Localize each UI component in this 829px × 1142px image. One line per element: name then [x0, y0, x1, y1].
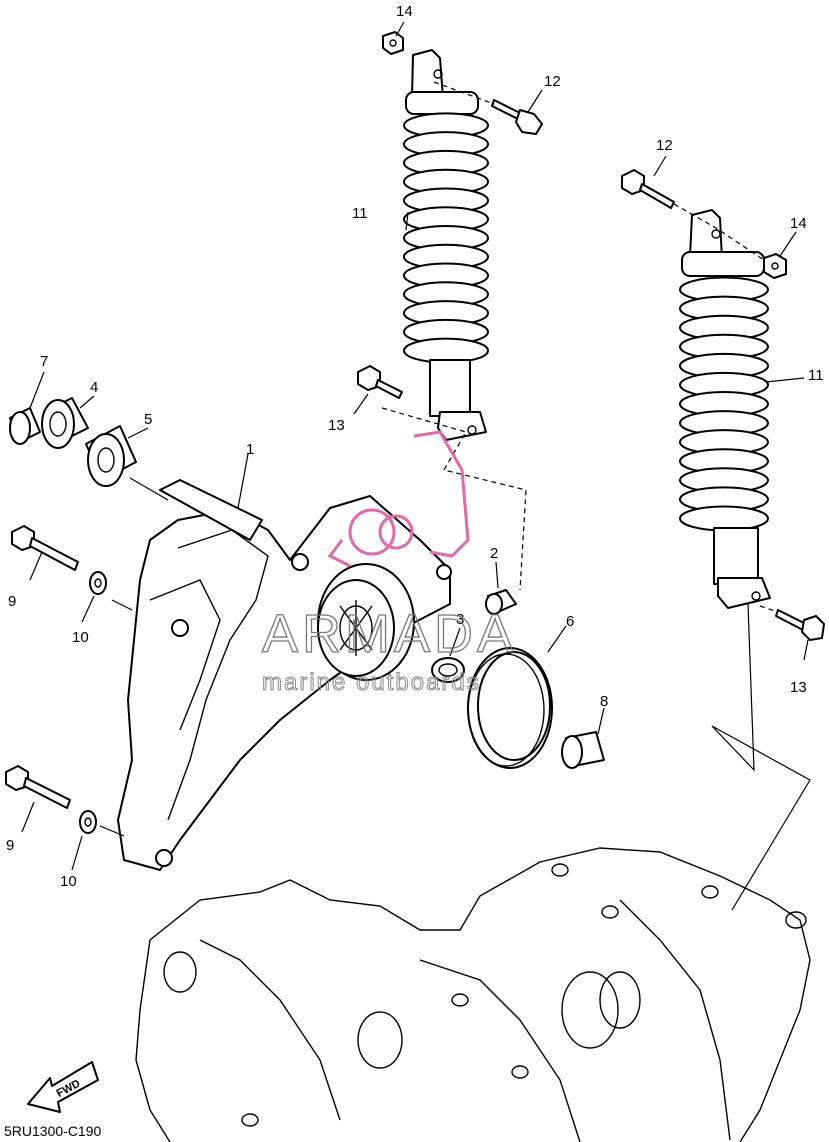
oil-seal-3[interactable]	[431, 657, 465, 683]
callout-8: 8	[600, 693, 608, 710]
crankcase-reference	[135, 847, 811, 1142]
washer-10-upper[interactable]	[89, 571, 107, 595]
callout-4: 4	[90, 379, 98, 396]
rear-shock-absorber-right[interactable]	[679, 209, 771, 609]
bolt-9-lower[interactable]	[5, 765, 71, 809]
callout-13-right: 13	[790, 679, 807, 696]
forward-direction-arrow: FWD	[27, 1061, 99, 1113]
rear-arm-1[interactable]	[117, 479, 452, 871]
collar-2[interactable]	[485, 589, 517, 615]
callout-13-left: 13	[328, 417, 345, 434]
watermark-brand: ARMADA	[262, 604, 517, 664]
callout-9-lower: 9	[6, 837, 14, 854]
callout-12-top: 12	[544, 73, 561, 90]
callout-11-left: 11	[352, 205, 368, 222]
collar-7[interactable]	[9, 407, 41, 445]
watermark-tagline: marine outboards	[262, 669, 481, 696]
watermark-logo	[327, 430, 470, 568]
ring-6[interactable]	[467, 647, 553, 769]
callout-14-top: 14	[396, 3, 413, 20]
callout-2: 2	[490, 545, 498, 562]
bolt-9-upper[interactable]	[11, 525, 79, 571]
bolt-12-right[interactable]	[621, 169, 675, 209]
watermark: ARMADA marine outboards	[261, 430, 517, 697]
callout-5: 5	[144, 411, 152, 428]
callout-11-right: 11	[808, 367, 824, 384]
rear-shock-absorber-left[interactable]	[403, 49, 489, 441]
callout-10-upper: 10	[72, 629, 89, 646]
oil-seal-4[interactable]	[41, 397, 89, 449]
diagram-code: 5RU1300-C190	[4, 1123, 101, 1139]
leader-lines	[21, 21, 811, 911]
washer-10-lower[interactable]	[79, 810, 97, 834]
callout-labels: 14 12 11 12 14 11 7 4 5 1 13 9 10 2 3 6 …	[6, 3, 824, 890]
callout-1: 1	[246, 441, 254, 458]
callout-12-right: 12	[656, 137, 673, 154]
callout-6: 6	[566, 613, 574, 630]
nut-14-top[interactable]	[382, 31, 404, 55]
callout-7: 7	[40, 353, 48, 370]
callout-14-right: 14	[790, 215, 807, 232]
callout-9-upper: 9	[8, 593, 16, 610]
spring-coil	[679, 505, 769, 532]
bolt-12-top[interactable]	[491, 99, 543, 135]
callout-10-lower: 10	[60, 873, 77, 890]
bolt-13-right[interactable]	[775, 609, 825, 641]
nut-14-right[interactable]	[763, 253, 787, 279]
callout-3: 3	[456, 611, 464, 628]
bearing-5[interactable]	[85, 425, 137, 487]
damper-8[interactable]	[561, 731, 605, 769]
bolt-13-left[interactable]	[357, 365, 403, 399]
